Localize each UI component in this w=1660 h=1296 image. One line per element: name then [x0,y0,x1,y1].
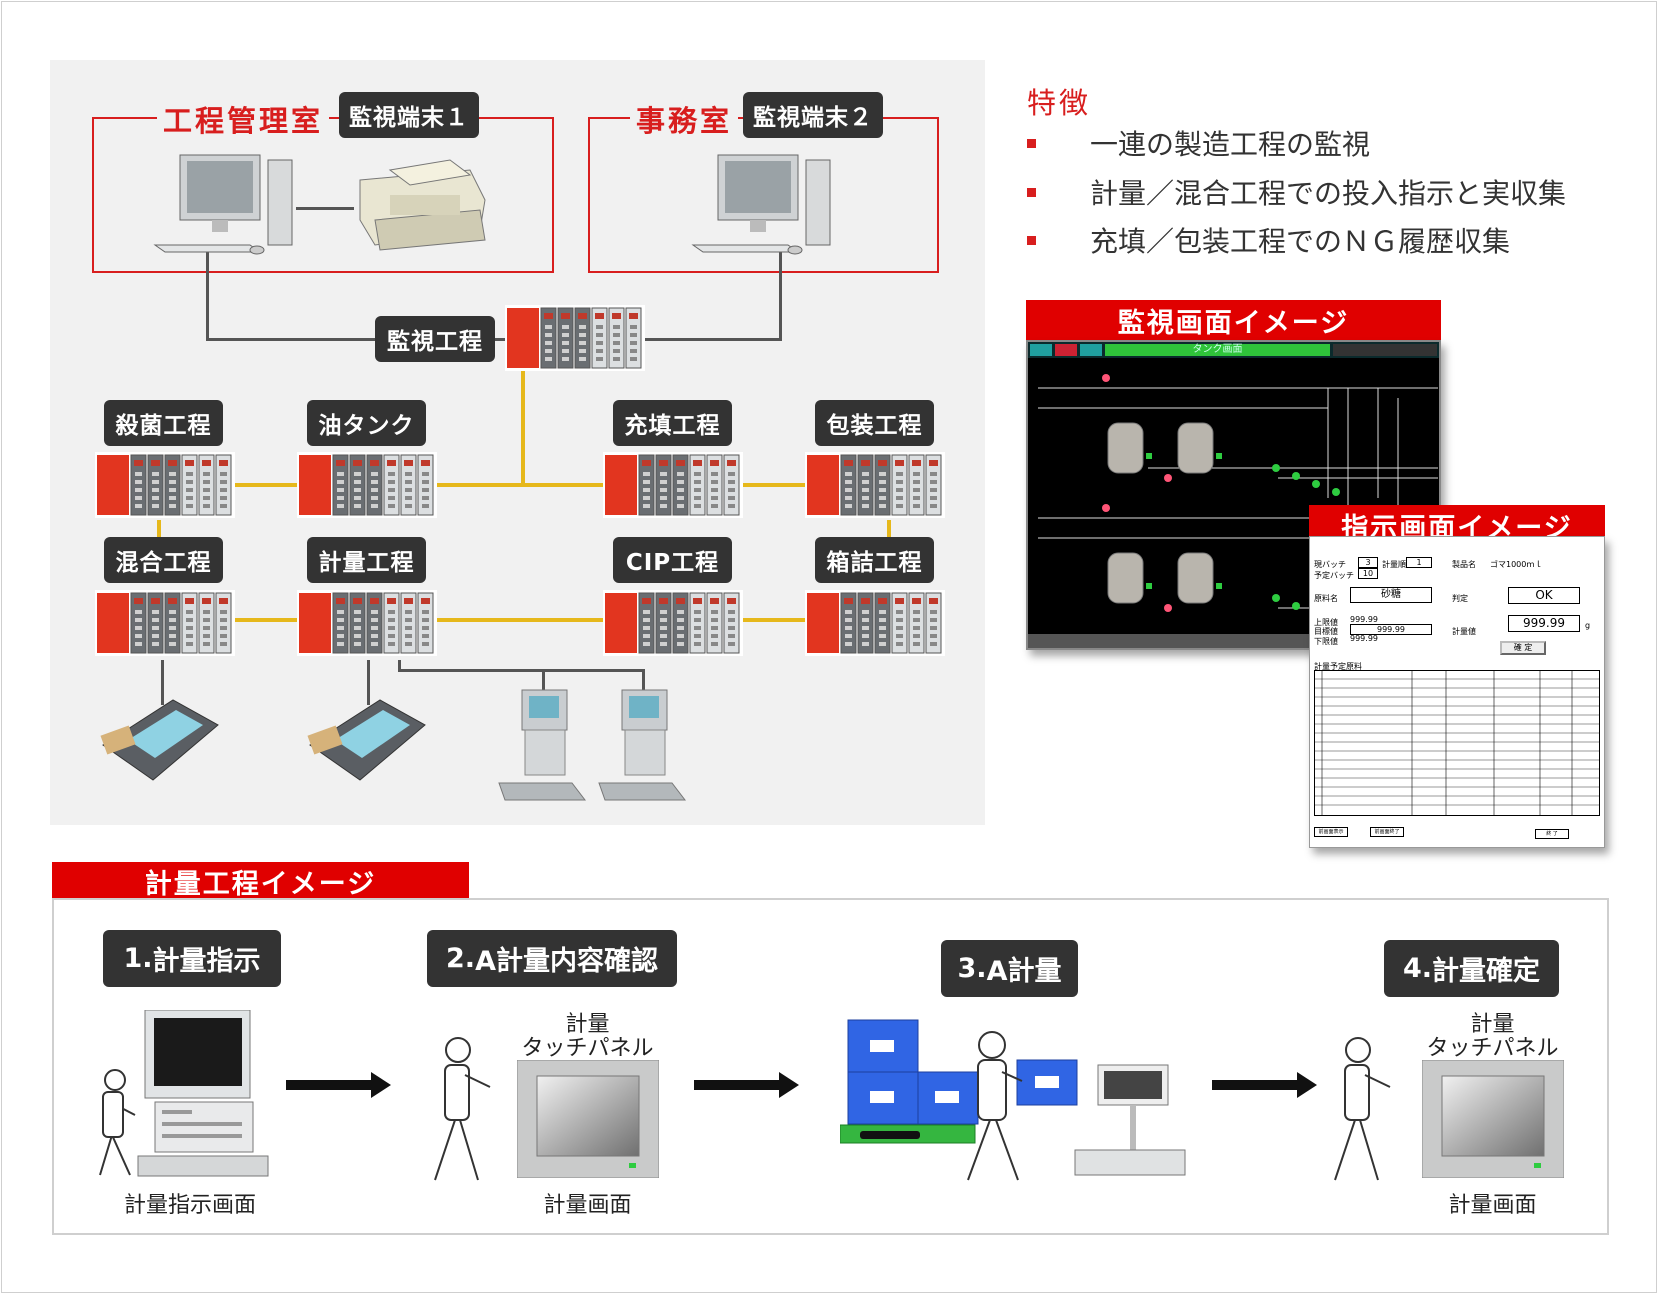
touch-terminal-icon [307,699,426,781]
touch-terminal-icon [100,699,219,781]
step-3-tag: 3.A計量 [941,940,1078,997]
feature-item-text: 充填／包装工程でのＮＧ履歴収集 [1090,225,1511,258]
step-2-tag: 2.A計量内容確認 [427,930,677,987]
plc-unit-icon [603,452,743,518]
terminal1-computer-icon [153,154,293,255]
plc-unit-icon [805,452,945,518]
weigh-count-value: 1 [1406,557,1432,568]
footer-button-3[interactable]: 終 了 [1535,829,1569,839]
plc-unit-icon [95,590,235,656]
step-num: 4. [1402,953,1433,984]
terminal2-tag: 監視端末２ [743,92,883,138]
feature-item: 一連の製造工程の監視 [1027,123,1370,163]
upper-label: 上限値 [1314,618,1338,627]
footer-button-1[interactable]: 前画面表示 [1314,827,1348,837]
batch-value: 3 [1358,557,1378,568]
feature-item-text: 一連の製造工程の監視 [1090,128,1371,161]
weight-unit: g [1585,621,1591,630]
monitor-bar-title: タンク画面 [1105,344,1330,356]
instruction-screen: 現バッチ 3 予定バッチ 10 計量順 1 製品名 ゴマ1000ｍｌ 原料名 砂… [1309,536,1605,848]
feature-item-text: 計量／混合工程での投入指示と実収集 [1090,177,1567,210]
plc-unit-icon [603,590,743,656]
confirm-button[interactable]: 確 定 [1500,641,1546,655]
plc-unit-icon [297,590,437,656]
touch-panel-icon [1422,1060,1564,1178]
plc-unit-icon [505,305,645,371]
lower-label: 下限値 [1314,637,1338,646]
weigh-screen-label-1: 計量画面 [543,1193,632,1218]
plc-unit-icon [805,590,945,656]
panel1-label-line1: 計量 [565,1012,610,1037]
feature-item: 計量／混合工程での投入指示と実収集 [1027,172,1566,212]
judge-label: 判定 [1452,594,1468,603]
material-value: 砂糖 [1350,587,1432,603]
panel2-label-line1: 計量 [1470,1012,1515,1037]
weight-label: 計量値 [1452,627,1476,636]
step-1-tag: 1.計量指示 [103,930,281,987]
terminal2-computer-icon [691,154,831,255]
product-value: ゴマ1000ｍｌ [1490,560,1543,569]
step-num: 1. [123,943,153,974]
target-label: 目標値 [1314,627,1338,636]
person-icon [1334,1037,1391,1181]
arrow-right-icon [694,1072,799,1098]
terminal1-tag: 監視端末１ [339,92,479,138]
control-room-title: 工程管理室 [157,98,330,140]
batch-label: 現バッチ [1314,560,1346,569]
touch-panel-icon [517,1060,659,1178]
process-weighing-tag: 計量工程 [307,537,426,583]
step-label: A計量 [986,956,1062,987]
monitor-image-header: 監視画面イメージ [1026,300,1441,340]
scale-icon [498,689,587,801]
person-icon [434,1037,491,1181]
planned-batch-label: 予定バッチ [1314,571,1354,580]
step-label: A計量内容確認 [475,946,658,977]
process-filling-tag: 充填工程 [613,400,732,446]
material-table [1314,670,1600,816]
judge-value: OK [1508,587,1580,604]
process-packaging-tag: 包装工程 [815,400,934,446]
printer-icon [359,159,486,251]
features-title: 特徴 [1027,86,1092,120]
upper-value: 999.99 [1350,615,1378,624]
scale-icon [598,689,687,801]
weighing-scene [840,1019,1186,1181]
process-cip-tag: CIP工程 [613,537,732,583]
arrow-right-icon [286,1072,391,1098]
process-oil-tank-tag: 油タンク [307,400,426,446]
lower-value: 999.99 [1350,634,1378,643]
process-sterilize-tag: 殺菌工程 [104,400,223,446]
arrow-right-icon [1212,1072,1317,1098]
weigh-count-label: 計量順 [1382,560,1406,569]
weight-value: 999.99 [1508,615,1580,632]
weigh-screen-label-2: 計量画面 [1448,1193,1537,1218]
process-image-box [52,898,1609,1235]
step-label: 計量指示 [152,946,261,977]
instruction-screen-label: 計量指示画面 [123,1193,256,1218]
product-label: 製品名 [1452,560,1476,569]
plc-unit-icon [95,452,235,518]
panel2-label-line2: タッチパネル [1426,1036,1559,1061]
instruction-computer-icon [99,1010,269,1177]
planned-batch-value: 10 [1358,568,1378,579]
footer-button-2[interactable]: 前画面終了 [1370,827,1404,837]
table-title: 計量予定原料 [1314,662,1362,671]
plc-unit-icon [297,452,437,518]
step-4-tag: 4.計量確定 [1384,940,1559,997]
material-label: 原料名 [1314,594,1338,603]
panel1-label-line2: タッチパネル [521,1036,654,1061]
process-boxing-tag: 箱詰工程 [815,537,934,583]
step-num: 2. [446,943,476,974]
process-mixing-tag: 混合工程 [104,537,223,583]
step-label: 計量確定 [1432,956,1541,987]
step-num: 3. [957,953,987,984]
office-title: 事務室 [630,98,739,140]
target-value: 999.99 [1350,624,1432,635]
process-image-header: 計量工程イメージ [52,862,469,900]
feature-item: 充填／包装工程でのＮＧ履歴収集 [1027,220,1510,260]
monitor-process-tag: 監視工程 [375,316,495,362]
